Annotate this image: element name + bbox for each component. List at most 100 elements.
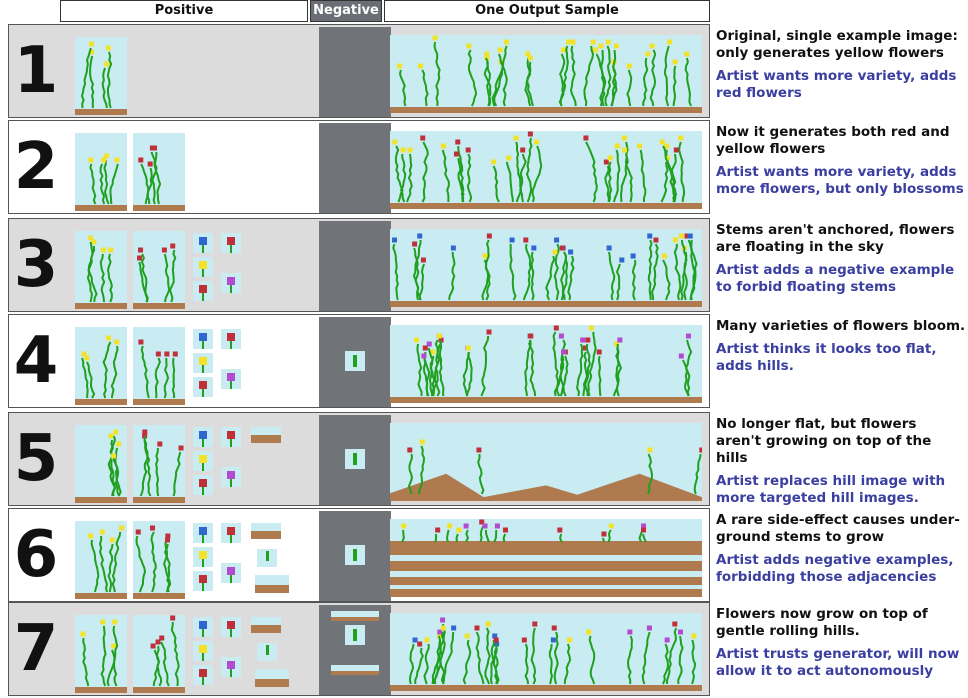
stem — [661, 643, 669, 685]
blossom — [199, 669, 207, 677]
flower — [645, 51, 651, 57]
flower — [685, 333, 691, 339]
flower — [424, 637, 430, 643]
row-number: 4 — [13, 324, 59, 398]
stem — [81, 357, 89, 399]
stem — [597, 355, 602, 397]
stem — [421, 69, 429, 107]
flower — [417, 233, 423, 239]
stem — [434, 533, 438, 543]
stem — [423, 643, 430, 685]
stem — [615, 263, 621, 301]
blossom-example — [193, 475, 213, 495]
stem — [693, 453, 702, 495]
blossom-stem — [202, 245, 204, 253]
flower — [456, 527, 462, 533]
flower — [170, 243, 176, 249]
stem — [662, 145, 677, 203]
flower — [426, 341, 432, 347]
stem — [641, 533, 647, 543]
stem — [575, 343, 584, 397]
stem — [401, 529, 405, 543]
stem — [587, 331, 597, 397]
flower — [503, 527, 509, 533]
flower — [664, 637, 670, 643]
blossom — [199, 261, 207, 269]
stem — [519, 153, 527, 203]
stem — [462, 639, 472, 685]
stem — [164, 543, 171, 593]
stem — [172, 451, 182, 497]
stem — [559, 355, 569, 397]
stem — [446, 529, 450, 543]
stem — [484, 627, 491, 685]
ground-strip — [75, 593, 127, 599]
flower — [528, 333, 534, 339]
output-sample — [390, 131, 702, 209]
flower — [414, 337, 420, 343]
stem — [457, 157, 465, 203]
flower — [116, 441, 122, 447]
positive-example-red — [133, 327, 185, 405]
artist-action-text: Artist wants more variety, adds red flow… — [716, 68, 957, 101]
stem — [406, 153, 413, 203]
flower — [558, 333, 564, 339]
stem — [109, 163, 119, 205]
flower — [465, 147, 471, 153]
stem — [604, 45, 612, 107]
positive-example-red — [133, 133, 185, 211]
stem — [493, 643, 500, 685]
flower — [554, 237, 560, 243]
stem — [414, 647, 424, 685]
flower — [664, 143, 670, 149]
ground-strip — [75, 687, 127, 693]
stem — [433, 635, 442, 685]
stem — [650, 243, 659, 301]
flower — [608, 523, 614, 529]
blossom-stem — [230, 575, 232, 583]
negative-column — [319, 123, 391, 213]
flower — [435, 527, 441, 533]
flower — [586, 629, 592, 635]
flower — [484, 51, 490, 57]
blossom-stem — [230, 245, 232, 253]
negative-column — [319, 317, 391, 407]
ground-layer — [390, 589, 702, 597]
observation-text: No longer flat, but flowers aren't growi… — [716, 416, 932, 466]
flower — [605, 39, 611, 45]
blossom-example — [221, 329, 241, 349]
flower — [494, 523, 500, 529]
flower — [437, 629, 443, 635]
flower — [559, 245, 565, 251]
stem — [493, 529, 498, 543]
blossom-example — [193, 353, 213, 373]
flower — [136, 255, 142, 261]
hill-ground — [251, 625, 281, 633]
stem — [170, 621, 180, 687]
underground-layer — [331, 671, 379, 675]
stem — [672, 65, 677, 107]
hill-ground — [251, 435, 281, 443]
blossom-example — [221, 273, 241, 293]
stem — [171, 357, 176, 399]
flower — [465, 345, 471, 351]
flower — [451, 625, 457, 631]
flower — [566, 39, 572, 45]
blossom-stem — [230, 535, 232, 543]
stem — [489, 639, 495, 685]
flower — [598, 43, 604, 49]
stem — [103, 159, 110, 205]
stem — [670, 153, 677, 203]
stem — [418, 445, 426, 495]
stem — [462, 351, 470, 397]
stem — [560, 251, 569, 301]
stem — [595, 53, 607, 107]
example-row: 3 — [8, 218, 710, 312]
stem — [641, 631, 651, 685]
stem — [607, 161, 613, 203]
flower — [588, 325, 594, 331]
header-positive: Positive — [60, 0, 308, 22]
stem — [156, 645, 163, 687]
stem — [479, 525, 485, 543]
flower — [149, 525, 155, 531]
